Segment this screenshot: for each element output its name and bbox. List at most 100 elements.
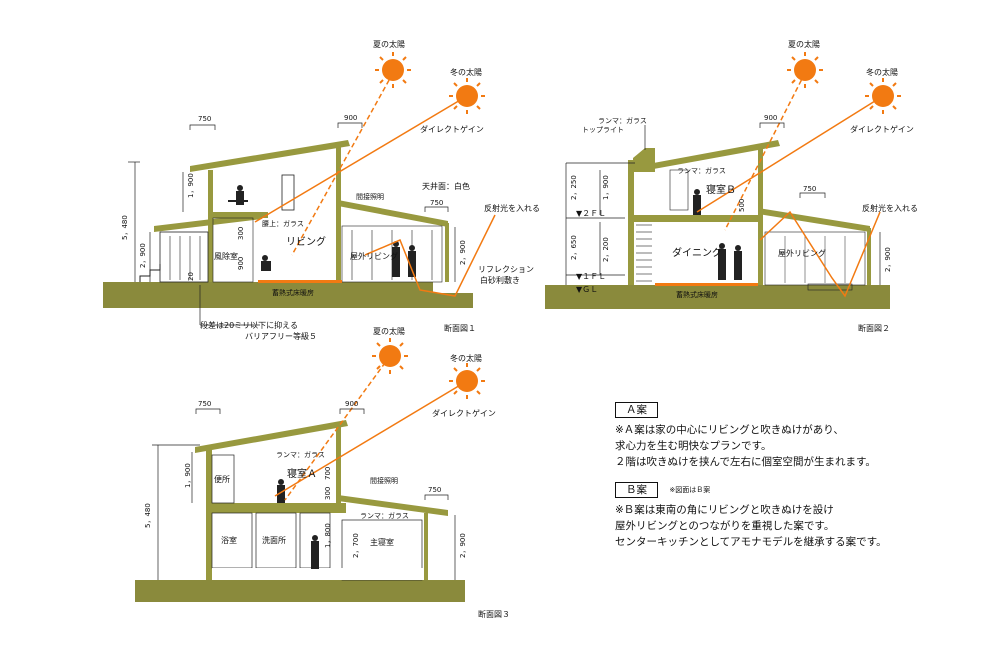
case-b: Ｂ案 ※図面はＢ案 ※Ｂ案は東南の角にリビングと吹きぬけを設け 屋外リビングとの…: [615, 482, 985, 550]
s3-dim-300: 300: [324, 487, 332, 500]
s1-direct-gain: ダイレクトゲイン: [420, 124, 484, 134]
lower-roof: [338, 200, 448, 227]
s3-wash: 洗面所: [262, 535, 286, 545]
s1-dim-750b: 750: [430, 199, 443, 207]
s1-living: リビング: [286, 235, 326, 248]
s2-dim-750: 750: [803, 185, 816, 193]
s1-dim-upper: 1，900: [187, 173, 195, 198]
s3-dim-1900: 1，900: [184, 463, 192, 488]
s2-floor-heat: 蓄熱式床暖房: [676, 290, 718, 299]
s2-reflect-in: 反射光を入れる: [862, 203, 918, 213]
s1-winter-sun-label: 冬の太陽: [450, 67, 482, 77]
s2-summer-sun-label: 夏の太陽: [788, 39, 820, 49]
s1-note-step1: 段差は20ミリ以下に抑える: [200, 320, 298, 330]
s3-bedroom: 寝室Ａ: [287, 467, 317, 480]
s1-dim-height: 5，480: [121, 215, 129, 240]
summer-sun-icon: [375, 52, 411, 88]
ground: [135, 580, 465, 602]
section-2: 900 750 夏の太陽 冬の太陽 ダイレクトゲイン ランマ：ガラス トップライ…: [545, 39, 918, 333]
section-3: 750 900 750 夏の太陽 冬の太陽 ダイレクトゲイン ランマ：ガラス 寝…: [135, 326, 510, 619]
lower-roof: [758, 208, 870, 232]
second-floor-slab: [628, 215, 760, 222]
s1-dim-750: 750: [198, 115, 211, 123]
s2-dim-1900: 1，900: [602, 175, 610, 200]
lower-roof: [338, 495, 448, 516]
s3-bath: 浴室: [221, 535, 237, 545]
s1-dim-right: 2，900: [459, 240, 467, 265]
winter-sun-icon: [449, 78, 485, 114]
s1-dim-lower: 2，900: [139, 243, 147, 268]
s2-dim-2200: 2，200: [602, 237, 610, 262]
s1-note-step2: バリアフリー等級５: [245, 331, 317, 341]
s3-dim-900: 900: [345, 400, 358, 408]
case-a-title: Ａ案: [615, 402, 658, 418]
wall-right: [445, 223, 449, 282]
s1-koshiue: 腰上：ガラス: [262, 219, 304, 228]
summer-ray: [291, 72, 394, 256]
second-floor-slab: [208, 503, 346, 513]
s3-winter-sun-label: 冬の太陽: [450, 353, 482, 363]
s1-dim-900: 900: [344, 114, 357, 122]
s1-bath: 風除室: [214, 251, 238, 261]
ground-pit: [433, 293, 473, 308]
s2-toplight: トップライト: [582, 126, 624, 134]
winter-sun-icon: [449, 363, 485, 399]
s2-caption: 断面図２: [858, 323, 890, 333]
s3-dim-2700: 2，700: [352, 533, 360, 558]
s3-dim-750: 750: [198, 400, 211, 408]
s1-floor-heat: 蓄熱式床暖房: [272, 288, 314, 297]
case-a-line: ※Ａ案は家の中心にリビングと吹きぬけがあり、: [615, 424, 844, 436]
s2-transom-top: ランマ：ガラス: [598, 116, 647, 125]
s3-summer-sun-label: 夏の太陽: [373, 326, 405, 336]
winter-ray: [254, 95, 468, 223]
main-roof: [648, 140, 780, 170]
s1-ceiling: 天井面：白色: [422, 181, 470, 191]
s2-lvl-gl: ▼ＧＬ: [576, 285, 598, 294]
s1-reflect-in: 反射光を入れる: [484, 203, 540, 213]
s2-dim-500: 500: [738, 199, 746, 212]
s3-toilet: 便所: [214, 474, 230, 484]
ground: [103, 282, 433, 308]
floor-heating: [655, 283, 758, 286]
s2-direct-gain: ダイレクトゲイン: [850, 124, 914, 134]
s1-dim-20: 20: [187, 272, 195, 281]
s2-outdoor: 屋外リビング: [778, 248, 826, 258]
s1-dim-300: 300: [237, 227, 245, 240]
wall-left-upper: [208, 170, 213, 282]
case-a-line: ２階は吹きぬけを挟んで左右に個室空間が生まれます。: [615, 456, 876, 468]
s3-caption: 断面図３: [478, 609, 510, 619]
s2-bedroom: 寝室Ｂ: [706, 183, 736, 196]
s1-caption: 断面図１: [444, 323, 476, 333]
case-b-line: ※Ｂ案は東南の角にリビングと吹きぬけを設け: [615, 504, 834, 516]
case-a-line: 求心力を生む明快なプランです。: [615, 440, 772, 452]
section-1: 750 900 750 夏の太陽 冬の太陽 ダイレクトゲイン 天井面：白色 間接…: [103, 39, 540, 341]
s2-winter-sun-label: 冬の太陽: [866, 67, 898, 77]
person-desk: [228, 185, 248, 205]
s2-dining: ダイニング: [672, 246, 722, 259]
s1-outdoor: 屋外リビング: [350, 251, 398, 261]
s1-gravel: 白砂利敷き: [480, 275, 520, 285]
s2-transom: ランマ：ガラス: [677, 166, 726, 175]
summer-sun-icon: [787, 52, 823, 88]
s3-dim-700: 700: [324, 467, 332, 480]
s3-dim-750b: 750: [428, 486, 441, 494]
s1-reflection: リフレクション: [478, 265, 534, 274]
s3-dim-1800: 1，800: [324, 523, 332, 548]
s1-summer-sun-label: 夏の太陽: [373, 39, 405, 49]
s2-lvl-1fl: ▼１ＦＬ: [576, 272, 606, 281]
case-b-title: Ｂ案: [615, 482, 658, 498]
s3-direct-gain: ダイレクトゲイン: [432, 408, 496, 418]
main-roof: [190, 140, 350, 172]
s3-master: 主寝室: [370, 537, 394, 547]
person-sofa: [261, 255, 271, 271]
case-b-line: 屋外リビングとのつながりを重視した案です。: [615, 520, 835, 532]
s3-lighting: 間接照明: [370, 476, 398, 485]
wall-mid: [336, 146, 341, 282]
s2-dim-2900: 2，900: [884, 247, 892, 272]
s3-transom-lower: ランマ：ガラス: [360, 511, 409, 520]
s1-lighting: 間接照明: [356, 192, 384, 201]
second-floor-slab: [210, 212, 268, 218]
floor-heating: [258, 280, 342, 283]
reflect-ray: [364, 214, 496, 297]
